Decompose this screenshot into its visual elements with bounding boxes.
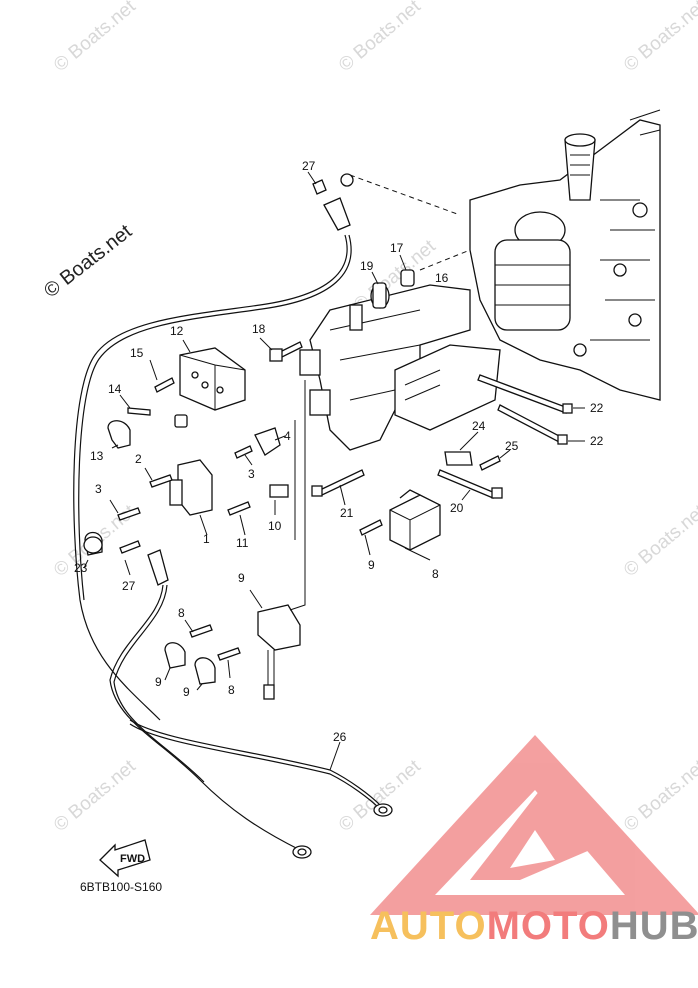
brand-wordmark: AUTOMOTOHUB xyxy=(370,904,698,949)
callout: 17 xyxy=(390,241,404,255)
callout: 9 xyxy=(368,558,375,572)
callout: 24 xyxy=(472,419,486,433)
callout: 26 xyxy=(333,730,347,744)
callout: 27 xyxy=(122,579,136,593)
fwd-arrow-icon: FWD xyxy=(99,839,151,878)
callout: 9 xyxy=(183,685,190,699)
brand-part: HUB xyxy=(609,904,698,948)
callout: 22 xyxy=(590,434,604,448)
brand-part: MOTO xyxy=(486,904,610,948)
callout: 11 xyxy=(236,536,249,550)
callout: 3 xyxy=(248,467,255,481)
callout: 15 xyxy=(130,346,144,360)
brand-part: AUTO xyxy=(370,904,487,948)
callout: 19 xyxy=(360,259,374,273)
relay-unit xyxy=(389,489,441,561)
callout: 25 xyxy=(505,439,519,453)
fwd-label: FWD xyxy=(120,853,145,865)
callout: 12 xyxy=(170,324,184,338)
callout: 9 xyxy=(155,675,162,689)
diagram-code: 6BTB100-S160 xyxy=(80,880,163,894)
callout: 20 xyxy=(450,501,464,515)
callout: 16 xyxy=(435,271,449,285)
callout: 22 xyxy=(590,401,604,415)
callout: 8 xyxy=(432,567,439,581)
callout: 27 xyxy=(302,159,316,173)
callout: 8 xyxy=(228,683,235,697)
callout: 9 xyxy=(238,571,245,585)
callout: 13 xyxy=(90,449,104,463)
regulator xyxy=(174,339,246,428)
brand-logo xyxy=(370,735,698,915)
callout: 23 xyxy=(74,561,88,575)
callout: 18 xyxy=(252,322,266,336)
ignition-coil xyxy=(169,459,213,536)
callout: 21 xyxy=(340,506,354,520)
callout: 4 xyxy=(284,429,291,443)
callout: 2 xyxy=(135,452,142,466)
ignition-coil-lower xyxy=(249,589,301,700)
engine-block xyxy=(469,109,661,401)
callout: 1 xyxy=(203,532,210,546)
callout: 3 xyxy=(95,482,102,496)
callout: 10 xyxy=(268,519,282,533)
callout: 14 xyxy=(108,382,122,396)
callout: 8 xyxy=(178,606,185,620)
